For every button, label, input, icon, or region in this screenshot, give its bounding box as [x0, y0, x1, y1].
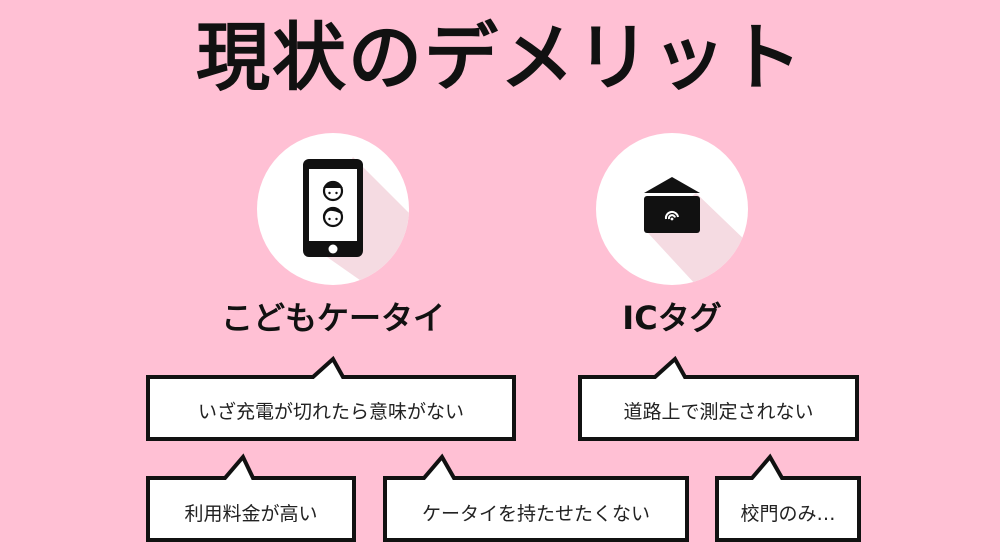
- kids-phone-label: こどもケータイ: [220, 299, 445, 337]
- bubble-text: 利用料金が高い: [184, 503, 318, 525]
- ic-tag-circle: [596, 133, 748, 285]
- page-title: 現状のデメリット: [196, 15, 804, 101]
- bubble-text: ケータイを持たせたくない: [421, 503, 650, 525]
- kids-phone-circle: [257, 133, 409, 285]
- speech-bubble: ケータイを持たせたくない: [382, 453, 690, 543]
- speech-bubble: 校門のみ…: [714, 453, 862, 543]
- speech-bubble: 道路上で測定されない: [577, 355, 860, 442]
- bubble-text: 校門のみ…: [740, 503, 836, 525]
- ic-tag-label: ICタグ: [622, 299, 722, 337]
- bubble-text: 道路上で測定されない: [623, 401, 814, 423]
- speech-bubble: いざ充電が切れたら意味がない: [145, 355, 517, 442]
- bubble-text: いざ充電が切れたら意味がない: [197, 401, 464, 423]
- ic-tag-icon: [644, 177, 748, 285]
- speech-bubble: 利用料金が高い: [145, 453, 357, 543]
- kids-phone-icon: [303, 157, 409, 285]
